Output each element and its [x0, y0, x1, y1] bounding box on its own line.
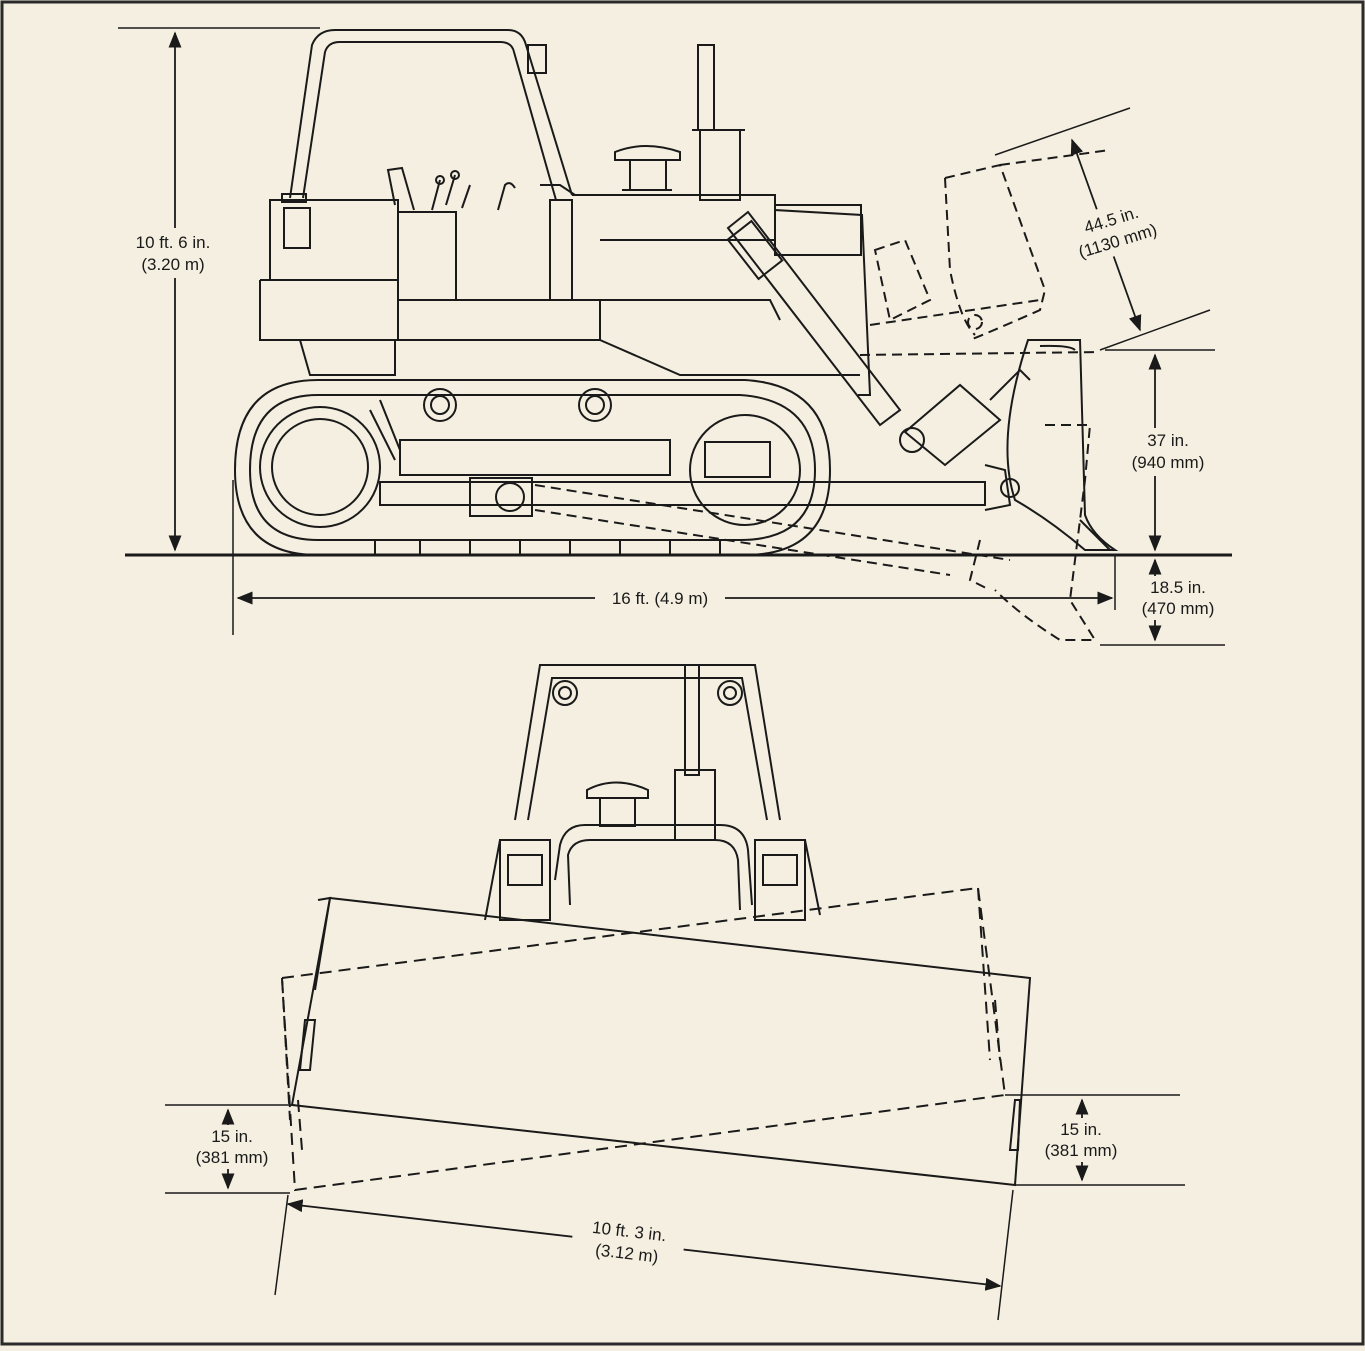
drop-label-bg	[1132, 576, 1228, 620]
length-label-bg	[595, 587, 725, 609]
blade-width-label: 10 ft. 3 in. (3.12 m)	[569, 1211, 687, 1273]
lift-cylinder	[726, 210, 1031, 467]
tilt-travel-label: 44.5 in. (1130 mm)	[1056, 190, 1175, 270]
right-tilt-metric: (381 mm)	[1045, 1141, 1118, 1160]
front-blade-dashed	[280, 886, 1007, 1192]
track-undercarriage	[233, 379, 832, 556]
side-view	[118, 27, 1232, 646]
blade-lift-metric: (940 mm)	[1132, 453, 1205, 472]
engine-hood	[572, 44, 872, 396]
side-dimension-arrows	[168, 31, 1162, 642]
rops-cage	[289, 29, 573, 201]
overall-length-label: 16 ft. (4.9 m)	[612, 589, 708, 608]
front-extension-lines	[165, 1094, 1185, 1321]
overall-height-imperial: 10 ft. 6 in.	[136, 233, 211, 252]
blade-lift-imperial: 37 in.	[1147, 431, 1189, 450]
front-view	[165, 664, 1185, 1321]
blade-raised-dashed	[859, 149, 1111, 356]
left-tilt-metric: (381 mm)	[196, 1148, 269, 1167]
height-label-bg	[118, 228, 228, 278]
right-tilt-imperial: 15 in.	[1060, 1120, 1102, 1139]
overall-height-metric: (3.20 m)	[141, 255, 204, 274]
rear-body	[259, 193, 399, 376]
lift-label-bg	[1118, 428, 1198, 476]
right-tilt-label-bg	[1032, 1118, 1130, 1162]
push-arm	[379, 464, 1012, 511]
side-extension-lines	[118, 27, 1225, 646]
operator-controls	[386, 166, 601, 341]
left-tilt-imperial: 15 in.	[211, 1127, 253, 1146]
blade-drop-imperial: 18.5 in.	[1150, 578, 1206, 597]
blade-drop-metric: (470 mm)	[1142, 599, 1215, 618]
front-rops	[514, 664, 781, 841]
front-hood	[554, 781, 753, 911]
front-lift-cylinders	[484, 839, 821, 921]
blade-solid	[1000, 339, 1119, 551]
left-tilt-label-bg	[183, 1125, 279, 1169]
